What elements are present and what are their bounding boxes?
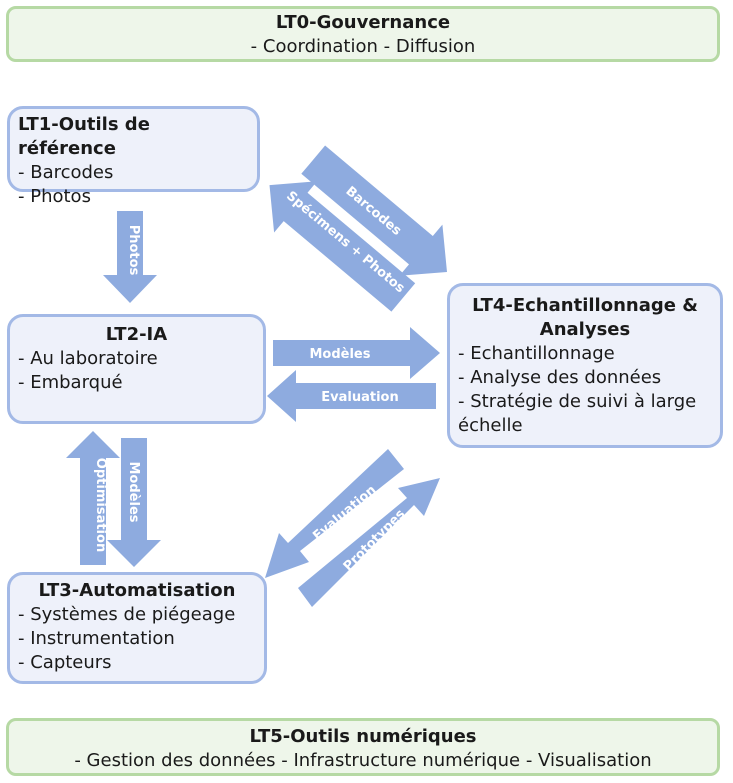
lt1-title: LT1-Outils de référence	[18, 114, 150, 159]
lt3-item: - Capteurs	[18, 652, 112, 673]
lt3-item: - Instrumentation	[18, 628, 175, 649]
lt4-sampling-analysis-box: LT4-Echantillonnage & Analyses - Echanti…	[447, 283, 723, 448]
lt1-reference-tools-box: LT1-Outils de référence - Barcodes - Pho…	[7, 106, 260, 207]
lt5-title: LT5-Outils numériques	[249, 726, 477, 747]
lt0-governance-box: LT0-Gouvernance - Coordination - Diffusi…	[6, 6, 720, 62]
arrow-optimisation-up	[66, 431, 120, 565]
arrow-modeles-right	[273, 327, 440, 379]
lt4-item: - Stratégie de suivi à large	[458, 391, 697, 412]
lt5-digital-tools-box: LT5-Outils numériques - Gestion des donn…	[6, 718, 720, 776]
lt4-title-line2: Analyses	[539, 319, 631, 340]
arrow-barcodes-diag	[301, 145, 447, 276]
label-optimisation: Optimisation	[93, 458, 108, 552]
lt1-item: - Photos	[18, 186, 91, 207]
lt4-item: - Analyse des données	[458, 367, 662, 388]
arrow-modeles-down	[107, 438, 161, 567]
lt4-item: échelle	[458, 415, 523, 436]
arrow-photos-down	[103, 211, 157, 303]
label-modeles-right: Modèles	[309, 347, 370, 362]
arrow-prototypes-diag	[298, 478, 440, 607]
arrow-evaluation-diag	[265, 449, 404, 578]
label-modeles-down: Modèles	[126, 461, 141, 522]
lt3-item: - Systèmes de piégeage	[18, 604, 236, 625]
arrow-evaluation-left	[267, 370, 436, 422]
lt3-title: LT3-Automatisation	[38, 580, 236, 601]
lt1-item: - Barcodes	[18, 162, 114, 183]
lt2-item: - Au laboratoire	[18, 348, 158, 369]
label-photos: Photos	[126, 225, 141, 276]
lt0-title: LT0-Gouvernance	[275, 12, 451, 33]
lt2-ia-box: LT2-IA - Au laboratoire - Embarqué	[7, 314, 266, 424]
lt2-title: LT2-IA	[105, 324, 168, 345]
lt0-subtitle: - Coordination - Diffusion	[250, 36, 476, 57]
arrow-specimens-photos-diag	[269, 181, 416, 312]
lt4-item: - Echantillonnage	[458, 343, 615, 364]
label-evaluation-left: Evaluation	[321, 390, 398, 405]
lt2-item: - Embarqué	[18, 372, 123, 393]
lt4-title-line1: LT4-Echantillonnage &	[472, 295, 698, 316]
lt5-subtitle: - Gestion des données - Infrastructure n…	[74, 750, 652, 771]
lt3-automation-box: LT3-Automatisation - Systèmes de piégeag…	[7, 572, 267, 684]
